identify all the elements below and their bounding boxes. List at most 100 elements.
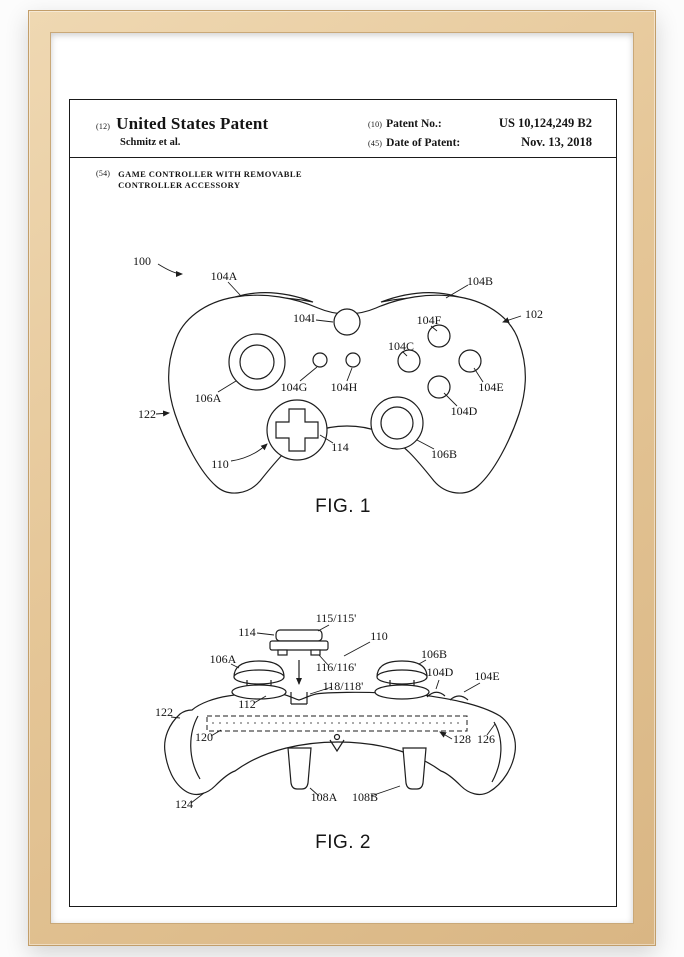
fig2-label-128: 128 xyxy=(453,732,471,746)
right-leg xyxy=(402,747,427,790)
face-button-left xyxy=(397,349,421,373)
fig2-drawing: 114 115/115' 110 106A 116/116' 106B 118/… xyxy=(155,611,516,811)
header-divider xyxy=(70,157,616,158)
accessory-base xyxy=(269,640,329,651)
fig1-reference-numerals: 100 104A 104B 102 104I 104F 104C 104E 10… xyxy=(133,254,543,471)
fig2-label-126: 126 xyxy=(477,732,495,746)
fig2-label-116: 116/116' xyxy=(316,660,357,674)
fig2-leader-104D xyxy=(435,679,440,690)
fig2-leader-108A xyxy=(309,787,320,797)
face-button-top xyxy=(427,324,451,348)
fig1-leader-100 xyxy=(157,263,183,277)
fig2-label-106B: 106B xyxy=(421,647,447,661)
fig1-leader-104H xyxy=(346,367,353,382)
fig1-label-110: 110 xyxy=(211,457,229,471)
controller-front-outline xyxy=(164,691,516,796)
fig1-leader-104G xyxy=(299,366,318,382)
invention-title-line2: CONTROLLER ACCESSORY xyxy=(118,180,241,190)
right-thumbstick-cap-top xyxy=(376,660,428,678)
fig2-label-114: 114 xyxy=(238,625,256,639)
inventor-name: Schmitz et al. xyxy=(120,137,181,148)
patent-number-row: (10) Patent No.: US 10,124,249 B2 xyxy=(368,116,592,131)
accessory-cap xyxy=(275,629,323,642)
fig2-leader-115 xyxy=(317,624,330,632)
fig2-label-124: 124 xyxy=(175,797,193,811)
right-grip-contour xyxy=(491,721,502,783)
fig2-leader-114 xyxy=(256,632,275,636)
patent-title-row: (12) United States Patent xyxy=(96,114,268,134)
face-button-bump-2 xyxy=(449,695,469,701)
patent-header-right: (10) Patent No.: US 10,124,249 B2 (45) D… xyxy=(368,116,592,154)
fig2-leader-106B xyxy=(418,659,427,665)
fig1-leader-104I xyxy=(315,319,334,323)
accessory-slot xyxy=(290,692,308,705)
patent-date-label: Date of Patent: xyxy=(386,137,461,149)
inid-code-10: (10) xyxy=(368,120,383,129)
fig1-leader-106B xyxy=(416,439,435,450)
fig1-leader-122 xyxy=(155,410,170,417)
fig1-label-104H: 104H xyxy=(331,380,358,394)
patent-number-label: Patent No.: xyxy=(386,118,442,130)
right-thumbstick-inner xyxy=(380,406,414,440)
fig2-leader-118 xyxy=(309,686,333,695)
wood-frame: (12) United States Patent Schmitz et al.… xyxy=(28,10,656,946)
fig1-label-122: 122 xyxy=(138,407,156,421)
fig2-leader-126 xyxy=(486,723,496,736)
mat-board: (12) United States Patent Schmitz et al.… xyxy=(50,32,634,924)
invention-title: GAME CONTROLLER WITH REMOVABLE CONTROLLE… xyxy=(118,169,302,191)
fig1-leader-lines xyxy=(155,263,522,462)
fig1-controller xyxy=(168,292,526,494)
fig1-leader-104B xyxy=(445,284,469,299)
fig2-leader-108B xyxy=(370,785,401,797)
fig2-label-104D: 104D xyxy=(427,665,454,679)
fig1-drawing: 100 104A 104B 102 104I 104F 104C 104E 10… xyxy=(133,254,543,494)
fig1-caption: FIG. 1 xyxy=(315,496,371,517)
face-button-bump-1 xyxy=(426,691,446,698)
left-thumbstick-base xyxy=(231,684,287,700)
fig1-label-104F: 104F xyxy=(417,313,442,327)
fig1-leader-106A xyxy=(217,380,237,393)
fig2-label-112: 112 xyxy=(238,697,256,711)
fig2-label-120: 120 xyxy=(195,730,213,744)
patent-date-value: Nov. 13, 2018 xyxy=(521,135,592,149)
right-thumbstick-base xyxy=(374,684,430,700)
fig1-label-106A: 106A xyxy=(195,391,222,405)
fig1-leader-104A xyxy=(227,281,242,297)
fig1-label-104E: 104E xyxy=(478,380,503,394)
left-thumbstick-cap xyxy=(233,669,285,685)
fig1-leader-104D xyxy=(443,392,458,407)
fig2-leader-104E xyxy=(463,682,481,693)
fig2-label-122: 122 xyxy=(155,705,173,719)
fig2-controller xyxy=(164,629,516,796)
fig1-label-104G: 104G xyxy=(281,380,308,394)
patent-header-left: (12) United States Patent Schmitz et al. xyxy=(96,114,268,148)
fig2-leader-124 xyxy=(190,792,205,804)
inid-code-54: (54) xyxy=(96,169,111,178)
fig2-caption: FIG. 2 xyxy=(315,832,371,853)
fig1-label-102: 102 xyxy=(525,307,543,321)
fig1-label-104A: 104A xyxy=(211,269,238,283)
fig1-leader-110 xyxy=(230,443,268,462)
left-leg xyxy=(287,747,312,790)
patent-page: (12) United States Patent Schmitz et al.… xyxy=(69,99,617,907)
fig2-leader-112 xyxy=(253,695,267,704)
patent-date-row: (45) Date of Patent: Nov. 13, 2018 xyxy=(368,135,592,150)
fig1-label-114: 114 xyxy=(331,440,349,454)
fig1-leader-102 xyxy=(502,315,522,323)
dpad-cross xyxy=(275,408,319,452)
fig1-label-104I: 104I xyxy=(293,311,315,325)
fig2-leader-lines xyxy=(170,624,496,804)
accessory-foot-right xyxy=(310,649,321,656)
fig2-label-104E: 104E xyxy=(474,669,499,683)
fig1-label-100: 100 xyxy=(133,254,151,268)
accessory-rail xyxy=(206,715,468,732)
fig2-label-106A: 106A xyxy=(210,652,237,666)
view-button xyxy=(312,352,328,368)
inid-code-12: (12) xyxy=(96,122,111,131)
fig2-leader-122 xyxy=(170,716,181,719)
fig1-label-104C: 104C xyxy=(388,339,414,353)
face-button-right xyxy=(458,349,482,373)
fig2-leader-120 xyxy=(210,729,222,737)
patent-number-value: US 10,124,249 B2 xyxy=(498,116,592,130)
